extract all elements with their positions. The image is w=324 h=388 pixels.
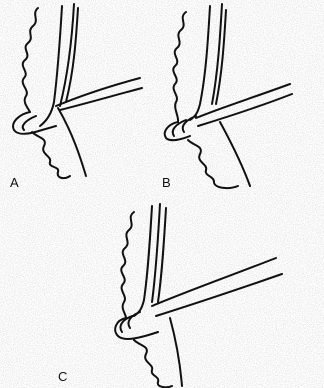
panel-label-a: A bbox=[10, 176, 19, 189]
panel-label-c: C bbox=[58, 370, 67, 383]
panel-label-b: B bbox=[162, 176, 171, 189]
